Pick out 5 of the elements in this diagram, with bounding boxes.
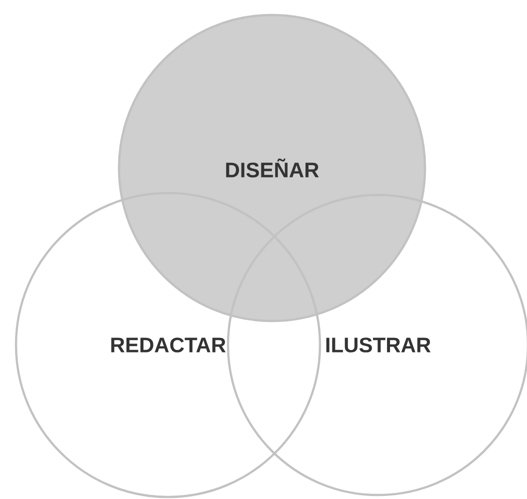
circle [118, 14, 426, 322]
circle [14, 192, 322, 498]
circle-label: ILUSTRAR [326, 338, 431, 352]
circle-label: REDACTAR [111, 338, 226, 352]
circle-label: DISEÑAR [226, 158, 319, 178]
